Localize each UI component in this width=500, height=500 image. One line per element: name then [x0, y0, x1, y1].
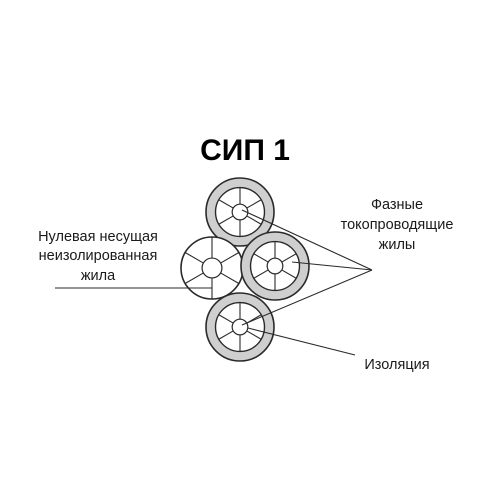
- strand-divider: [218, 215, 234, 225]
- strand-divider: [246, 199, 262, 209]
- strand-divider: [218, 314, 234, 324]
- phase-core-top: [205, 177, 275, 247]
- strand-divider: [246, 215, 262, 225]
- strand-divider: [218, 330, 234, 340]
- strand-divider: [253, 253, 269, 263]
- neutral-core-label: Нулевая несущая неизолированная жила: [38, 229, 158, 284]
- phase-leader-line-bottom: [241, 269, 373, 326]
- strand-divider: [218, 199, 234, 209]
- neutral-label-line-1: Нулевая несущая: [38, 229, 158, 245]
- neutral-label-line-3: жила: [81, 268, 116, 284]
- cable-cores: [180, 177, 310, 362]
- strand-divider: [184, 252, 204, 264]
- insulation-label-text: Изоляция: [364, 357, 429, 373]
- strand-divider: [253, 269, 269, 279]
- phase-conductors-label: Фазные токопроводящие жилы: [341, 197, 454, 253]
- insulation-leader-line: [247, 327, 356, 356]
- strand-divider: [220, 272, 240, 284]
- phase-label-line-2: токопроводящие: [341, 217, 454, 233]
- neutral-label-line-2: неизолированная: [39, 248, 158, 264]
- strand-divider: [246, 330, 262, 340]
- center-wire: [201, 257, 223, 279]
- leader-lines: [55, 209, 373, 356]
- phase-leader-line-middle: [291, 261, 373, 271]
- strand-divider: [281, 269, 297, 279]
- phase-label-line-1: Фазные: [371, 197, 423, 213]
- strand-divider: [220, 252, 240, 264]
- neutral-core: [180, 236, 244, 300]
- strand-divider: [281, 253, 297, 263]
- strand-divider: [184, 272, 204, 284]
- diagram-title: СИП 1: [200, 134, 290, 167]
- center-wire: [231, 318, 249, 336]
- phase-label-line-3: жилы: [379, 237, 416, 253]
- phase-leader-line-top: [241, 209, 373, 271]
- insulation-label: Изоляция: [364, 357, 429, 373]
- phase-core-right: [240, 231, 310, 301]
- center-wire: [266, 257, 284, 275]
- phase-core-bottom: [205, 292, 275, 362]
